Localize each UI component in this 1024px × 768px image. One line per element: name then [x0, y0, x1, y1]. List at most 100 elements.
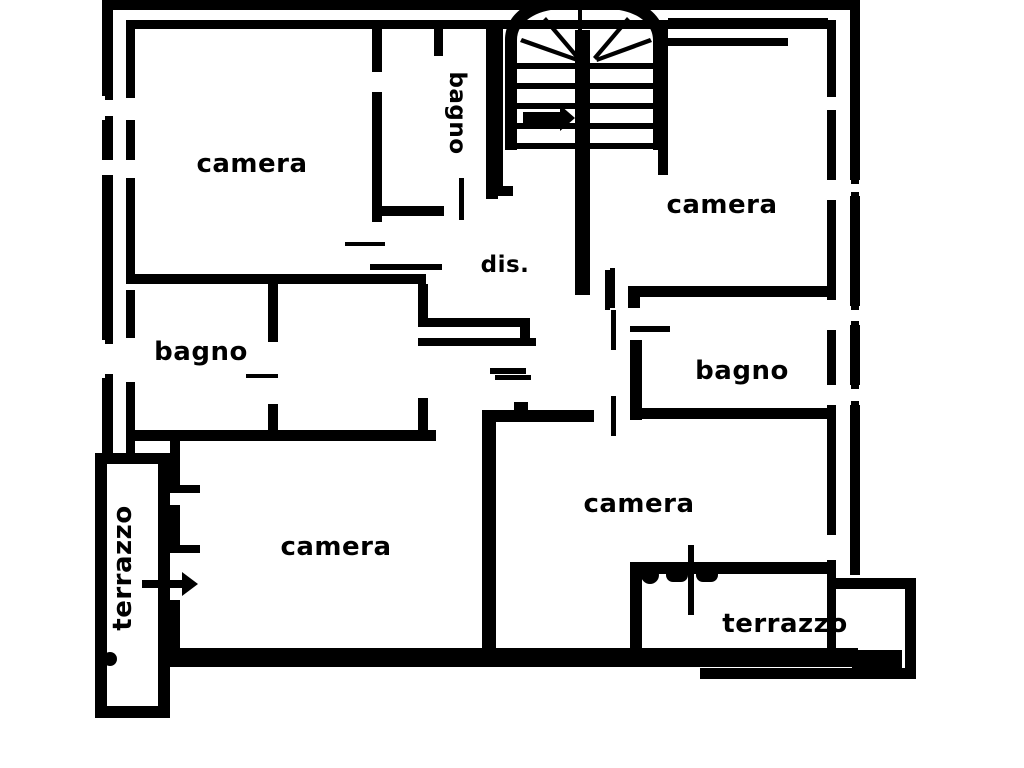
wall-terrazzo-br-top: [836, 578, 916, 589]
wall-left-seg4: [102, 378, 113, 453]
window-left-1-top: [105, 96, 113, 100]
wall-central-bath-right: [520, 318, 530, 344]
wall-camera-br-left-lower: [630, 562, 642, 662]
wall-bagno-tc-right: [486, 24, 496, 199]
wall-inner-right-1: [827, 25, 836, 97]
terrazzo-bottom-right-structure: [700, 578, 916, 679]
stair-outer-shell: [505, 0, 665, 150]
wall-inner-right-4: [827, 330, 836, 385]
window-right-3-bot: [851, 401, 859, 405]
wall-right-upper: [850, 0, 860, 180]
inner-perimeter-walls: [126, 20, 836, 650]
window-right-2-top: [851, 306, 859, 310]
stair-winder-2: [543, 17, 580, 60]
central-middle-partitions: [418, 284, 536, 440]
wall-right-seg4: [850, 405, 860, 575]
wall-bagno-mr-left: [630, 340, 642, 420]
window-camera-bl-bottom: [344, 650, 400, 660]
stair-direction-arrow-icon: [523, 105, 575, 131]
wall-camera-tl-right-lower: [372, 92, 382, 222]
label-terrazzo-left: terrazzo: [108, 505, 138, 630]
wall-camera-tl-bottom-b: [370, 264, 442, 270]
fixture-br-rect2: [696, 566, 718, 582]
wall-left-terrace: [95, 453, 107, 718]
room-bagno-middle-left: [126, 284, 436, 441]
room-camera-top-left: [126, 20, 444, 284]
wall-top: [102, 0, 860, 10]
fixture-br-circle: [641, 566, 659, 584]
wall-bagno-tc-right-a: [434, 20, 443, 56]
room-labels: camera bagno camera dis. bagno bagno cam…: [108, 71, 847, 639]
wall-camera-bl-left-2: [170, 505, 180, 545]
wall-bagno-ml-bottom: [126, 430, 436, 441]
wall-central-bath-top: [418, 318, 528, 327]
wall-camera-tr-bottom: [628, 286, 828, 297]
wall-stair-right: [658, 25, 668, 175]
label-camera-top-left: camera: [196, 149, 307, 179]
wall-central-bath-bottom: [418, 338, 536, 346]
label-bagno-middle-right: bagno: [695, 356, 789, 386]
wall-inner-right-3: [827, 200, 836, 300]
window-camera-br-bottom: [664, 648, 724, 658]
stair-spine-wall: [575, 30, 590, 295]
wall-camera-tr-bottom-jamb: [628, 286, 640, 308]
window-left-1-bot: [105, 116, 113, 120]
wall-terrace-bottom: [95, 706, 170, 718]
wall-inner-left-5: [126, 382, 135, 457]
windows-group: [105, 96, 859, 405]
room-camera-bottom-left: [142, 402, 594, 660]
wall-camera-tr-top: [668, 18, 828, 28]
terrazzo-left-structure: [103, 485, 200, 666]
wall-bagno-ml-right-lower: [268, 404, 278, 440]
wall-camera-tl-bottom-stub: [372, 206, 444, 216]
label-camera-bottom-right: camera: [583, 489, 694, 519]
wall-camera-bl-top-right: [482, 410, 594, 422]
wall-bagno-tc-corner: [486, 190, 498, 199]
wall-right-seg3: [850, 325, 860, 385]
wall-inner-left-4: [126, 290, 135, 338]
wall-bagno-ml-right-upper: [268, 284, 278, 342]
room-disimpegno: [490, 270, 610, 374]
wall-camera-bl-left-3: [170, 600, 180, 658]
label-terrazzo-bottom-right: terrazzo: [722, 609, 847, 639]
wall-bagno-tc-top: [382, 20, 438, 28]
wall-right-seg2: [850, 196, 860, 306]
window-right-1-bot: [851, 192, 859, 196]
wall-inner-left-3: [126, 178, 135, 278]
label-bagno-middle-left: bagno: [154, 337, 248, 367]
wall-camera-br-bottom-partition: [630, 562, 836, 574]
label-camera-bottom-left: camera: [280, 532, 391, 562]
door-dis-bottom: [490, 368, 526, 374]
wall-stair-left-foot: [493, 186, 513, 196]
door-bagno-tc: [459, 178, 464, 220]
window-right-1-top: [851, 180, 859, 184]
staircase: [493, 0, 668, 295]
wall-inner-left-1: [126, 20, 135, 98]
door-camera-tl: [345, 242, 385, 246]
wall-camera-bl-left-1: [170, 441, 180, 485]
wall-inner-right-6: [827, 560, 836, 650]
wall-stair-left: [493, 28, 503, 196]
window-camera-tr: [668, 38, 788, 46]
label-disimpegno: dis.: [481, 252, 530, 278]
window-right-2-bot: [851, 321, 859, 325]
wall-camera-tl-right-upper: [372, 20, 382, 72]
wall-terrazzo-left-tick1: [170, 485, 200, 493]
wall-central-lower-left: [418, 398, 428, 440]
door-bagno-mr-b: [611, 396, 616, 436]
wall-central-right-stub: [418, 284, 428, 318]
fixture-bagno-mr: [630, 326, 670, 332]
stair-winder-3: [593, 17, 630, 60]
wall-left-upper: [102, 0, 113, 96]
wall-bagno-mr-bottom: [630, 408, 830, 419]
wall-terrazzo-br-right: [905, 578, 916, 678]
wall-terrazzo-left-tick2: [170, 545, 200, 553]
wall-left-seg3: [102, 175, 113, 340]
room-camera-bottom-right: [630, 545, 836, 662]
window-right-3-top: [851, 385, 859, 389]
wall-inner-right-5: [827, 405, 836, 535]
wall-inner-top: [126, 20, 836, 29]
wall-camera-bl-right: [482, 410, 496, 658]
